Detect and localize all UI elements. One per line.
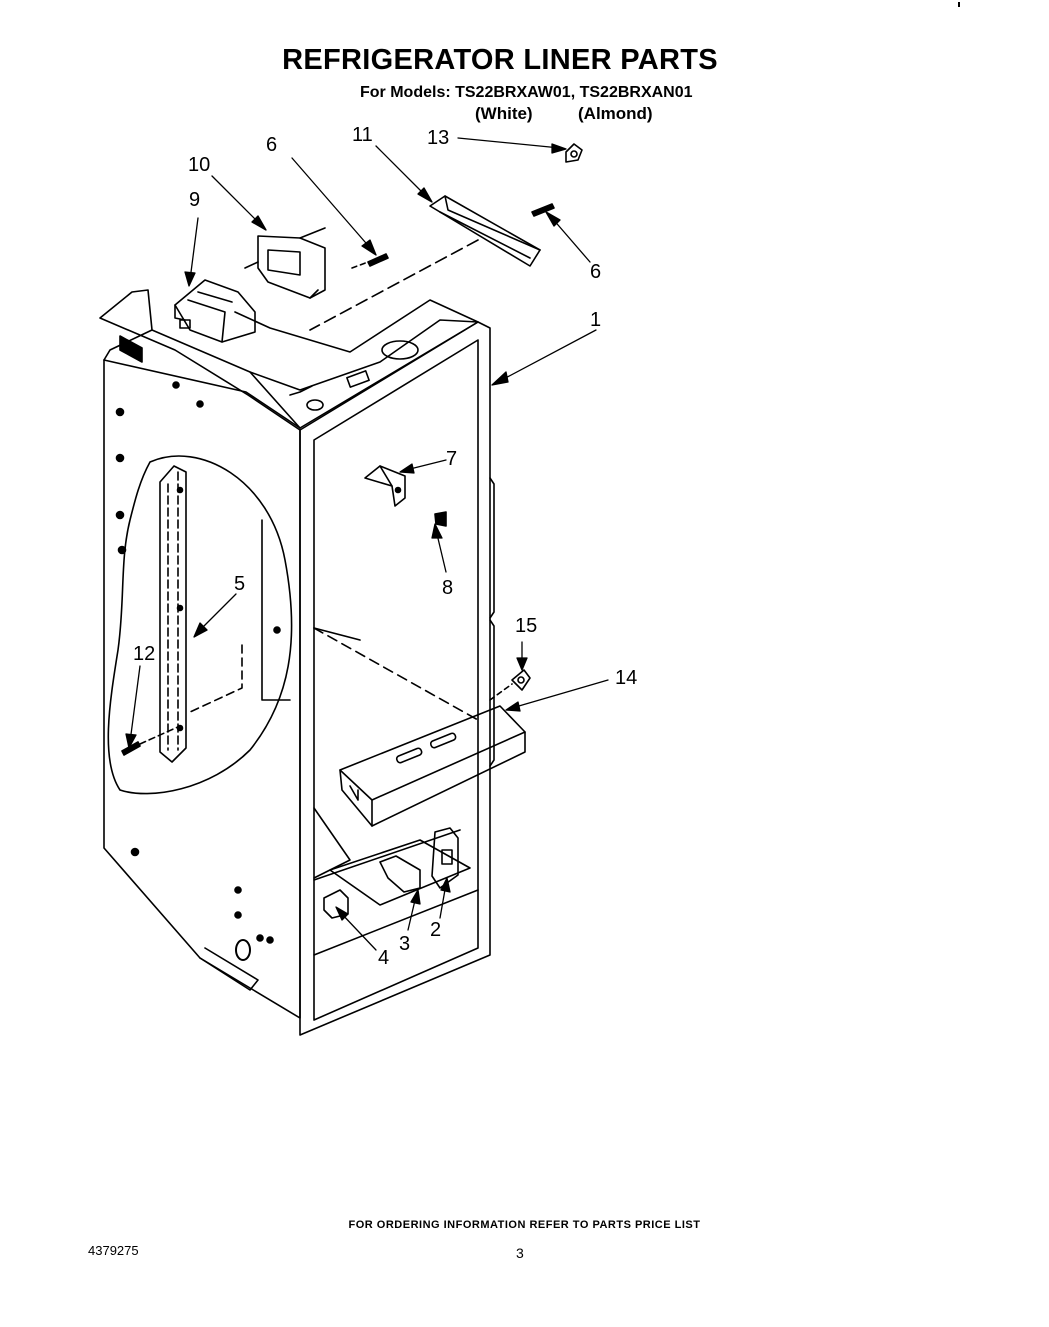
part-5-vertical-channel	[159, 465, 187, 763]
part-10-bracket	[244, 227, 326, 299]
part-6-screw-right	[531, 203, 555, 217]
part-8-screw	[434, 511, 447, 527]
cutaway-detail	[107, 455, 293, 795]
part-2-bracket	[431, 827, 459, 889]
variant-almond: (Almond)	[578, 104, 653, 123]
callout-14: 14	[615, 667, 638, 689]
callout-12: 12	[133, 643, 156, 665]
liner-front-frame	[299, 321, 495, 1036]
model-numbers: For Models: TS22BRXAW01, TS22BRXAN01	[360, 84, 693, 101]
callout-13: 13	[427, 127, 450, 149]
part-3-clip	[379, 855, 421, 893]
callout-2: 2	[430, 919, 442, 941]
callout-15: 15	[515, 615, 538, 637]
callout-9: 9	[189, 189, 201, 211]
part-9-control-housing	[174, 279, 256, 343]
page-title: REFRIGERATOR LINER PARTS	[282, 44, 718, 76]
callout-1: 1	[590, 309, 602, 331]
part-13-clip	[565, 143, 583, 163]
document-number: 4379275	[88, 1243, 139, 1258]
part-6-screw-left	[351, 253, 389, 269]
part-7-bracket	[364, 465, 406, 507]
callout-3: 3	[399, 933, 411, 955]
part-14-shelf-cover	[339, 705, 526, 827]
variant-white: (White)	[475, 104, 533, 123]
callout-6-right: 6	[590, 261, 602, 283]
page-number: 3	[516, 1245, 524, 1261]
liner-left-wall	[99, 289, 301, 1019]
part-15-fastener	[489, 669, 531, 701]
callout-10: 10	[188, 154, 211, 176]
callout-4: 4	[378, 947, 390, 969]
ordering-note: FOR ORDERING INFORMATION REFER TO PARTS …	[348, 1219, 701, 1231]
liner-top	[151, 299, 479, 429]
callout-8: 8	[442, 577, 454, 599]
corner-mark	[958, 2, 960, 7]
callout-6-left: 6	[266, 134, 278, 156]
liner-interior	[313, 627, 479, 956]
callout-11: 11	[352, 124, 373, 146]
leader-lines	[125, 137, 609, 951]
callout-5: 5	[234, 573, 246, 595]
callout-7: 7	[446, 448, 458, 470]
part-11-rail	[309, 195, 541, 331]
part-12-screw	[121, 725, 181, 756]
